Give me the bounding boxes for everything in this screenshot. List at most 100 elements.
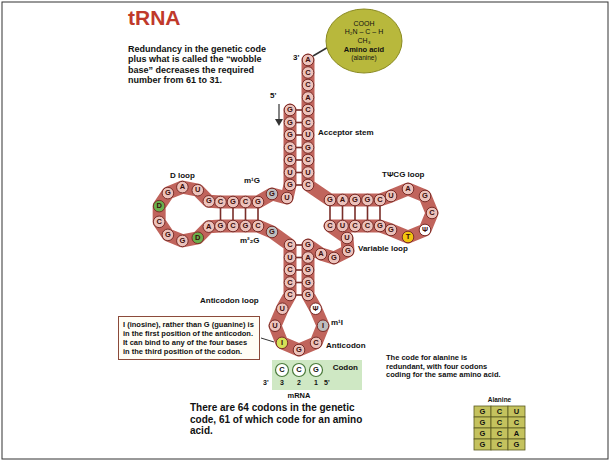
annotation-label: mRNA	[288, 392, 311, 401]
nucleotide-letter: G	[352, 196, 358, 204]
codon-base: C	[296, 366, 301, 374]
nucleotide-letter: C	[305, 119, 310, 127]
nucleotide-letter: G	[230, 198, 236, 206]
nucleotide-circle	[385, 224, 397, 236]
nucleotides	[153, 54, 437, 356]
nucleotide-circle	[328, 252, 340, 264]
nucleotide-letter: D	[156, 202, 161, 210]
nucleotide-letter: G	[422, 192, 428, 200]
nucleotide-circle	[284, 142, 296, 154]
nucleotide-circle	[302, 54, 314, 66]
annotation-label: 1	[314, 379, 318, 387]
table-cell	[508, 417, 525, 428]
nucleotide-letter: G	[296, 346, 302, 354]
nucleotide-letter: G	[269, 228, 275, 236]
codon-circle	[310, 364, 323, 377]
nucleotide-circle	[302, 264, 314, 276]
node-text: H₂N – C – H	[345, 28, 384, 36]
nucleotide-circle	[252, 220, 264, 232]
nucleotide-circle	[302, 67, 314, 79]
nucleotide-letter: U	[280, 305, 285, 313]
nucleotide-letter: C	[230, 222, 235, 230]
nucleotide-letter: G	[255, 198, 261, 206]
node-text: CH₃	[358, 37, 371, 45]
nucleotide-letter: D	[195, 234, 200, 242]
table-cell	[474, 428, 491, 439]
codon-table	[474, 406, 525, 450]
nucleotide-letter: T	[406, 233, 411, 241]
nucleotide-circle	[349, 220, 361, 232]
nucleotide-circle	[341, 232, 353, 244]
nucleotide-circle	[284, 252, 296, 264]
nucleotide-circle	[284, 104, 296, 116]
nucleotide-circle	[302, 117, 314, 129]
table-cell-text: G	[480, 430, 486, 438]
annotation-label: The code for alanine is redundant, with …	[386, 354, 502, 380]
nucleotide-circle	[266, 188, 278, 200]
node-text: Codon	[333, 363, 358, 373]
table-cell	[491, 439, 508, 450]
table-cell-text: U	[514, 408, 519, 416]
nucleotide-letter: G	[165, 231, 171, 239]
table-cell-text: G	[480, 441, 486, 449]
table-cell-text: G	[514, 441, 520, 449]
nucleotide-circle	[315, 248, 327, 260]
nucleotide-letter: C	[313, 339, 318, 347]
annotation-label: 2	[297, 379, 301, 387]
table-cell-text: C	[497, 419, 502, 427]
annotation-label: Acceptor stem	[318, 128, 374, 137]
base-pairs	[221, 110, 381, 295]
nucleotide-letter: A	[305, 94, 310, 102]
nucleotide-circle	[374, 220, 386, 232]
codon-base: C	[279, 366, 284, 374]
nucleotide-letter: G	[287, 131, 293, 139]
nucleotide-circle	[227, 196, 239, 208]
nucleotide-letter: A	[318, 250, 323, 258]
nucleotide-circle	[284, 239, 296, 251]
table-cell	[491, 406, 508, 417]
nucleotide-circle	[324, 220, 336, 232]
table-cell	[474, 439, 491, 450]
nucleotide-circle	[153, 200, 165, 212]
nucleotide-circle	[215, 196, 227, 208]
nucleotide-letter: C	[287, 279, 292, 287]
nucleotide-letter: G	[345, 247, 351, 255]
nucleotide-letter: G	[327, 196, 333, 204]
nucleotide-circle	[284, 264, 296, 276]
nucleotide-circle	[284, 179, 296, 191]
nucleotide-circle	[402, 183, 414, 195]
nucleotide-letter: A	[305, 56, 310, 64]
annotation-label: Redundancy in the genetic code plus what…	[128, 44, 278, 85]
nucleotide-letter: A	[180, 183, 185, 191]
nucleotide-letter: Ψ	[313, 305, 319, 313]
nucleotide-letter: C	[305, 69, 310, 77]
nucleotide-letter: G	[179, 237, 185, 245]
nucleotide-circle	[227, 220, 239, 232]
annotation-label: 5'	[270, 91, 276, 100]
nucleotide-circle	[162, 187, 174, 199]
nucleotide-letter: U	[287, 254, 292, 262]
table-cell	[491, 428, 508, 439]
nucleotide-circle	[281, 192, 293, 204]
nucleotide-letter: U	[195, 186, 200, 194]
nucleotide-letter: C	[327, 222, 332, 230]
nucleotide-circle	[342, 245, 354, 257]
nucleotide-letter: C	[305, 156, 310, 164]
nucleotide-circle	[324, 194, 336, 206]
codon-circle	[293, 364, 306, 377]
nucleotide-letter: G	[305, 279, 311, 287]
nucleotide-letter: G	[218, 222, 224, 230]
nucleotide-letter: U	[287, 169, 292, 177]
nucleotide-letter: C	[377, 196, 382, 204]
nucleotide-circle	[385, 190, 397, 202]
nucleotide-letter: G	[287, 156, 293, 164]
annotation-label: Alanine	[488, 396, 511, 403]
nucleotide-circle	[293, 344, 305, 356]
nucleotide-circle	[203, 221, 215, 233]
callout-text: I (inosine), rather than G (guanine) is …	[123, 320, 255, 356]
nucleotide-circle	[402, 231, 414, 243]
nucleotide-circle	[419, 224, 431, 236]
callout-box: I (inosine), rather than G (guanine) is …	[118, 316, 260, 360]
nucleotide-letter: U	[305, 131, 310, 139]
